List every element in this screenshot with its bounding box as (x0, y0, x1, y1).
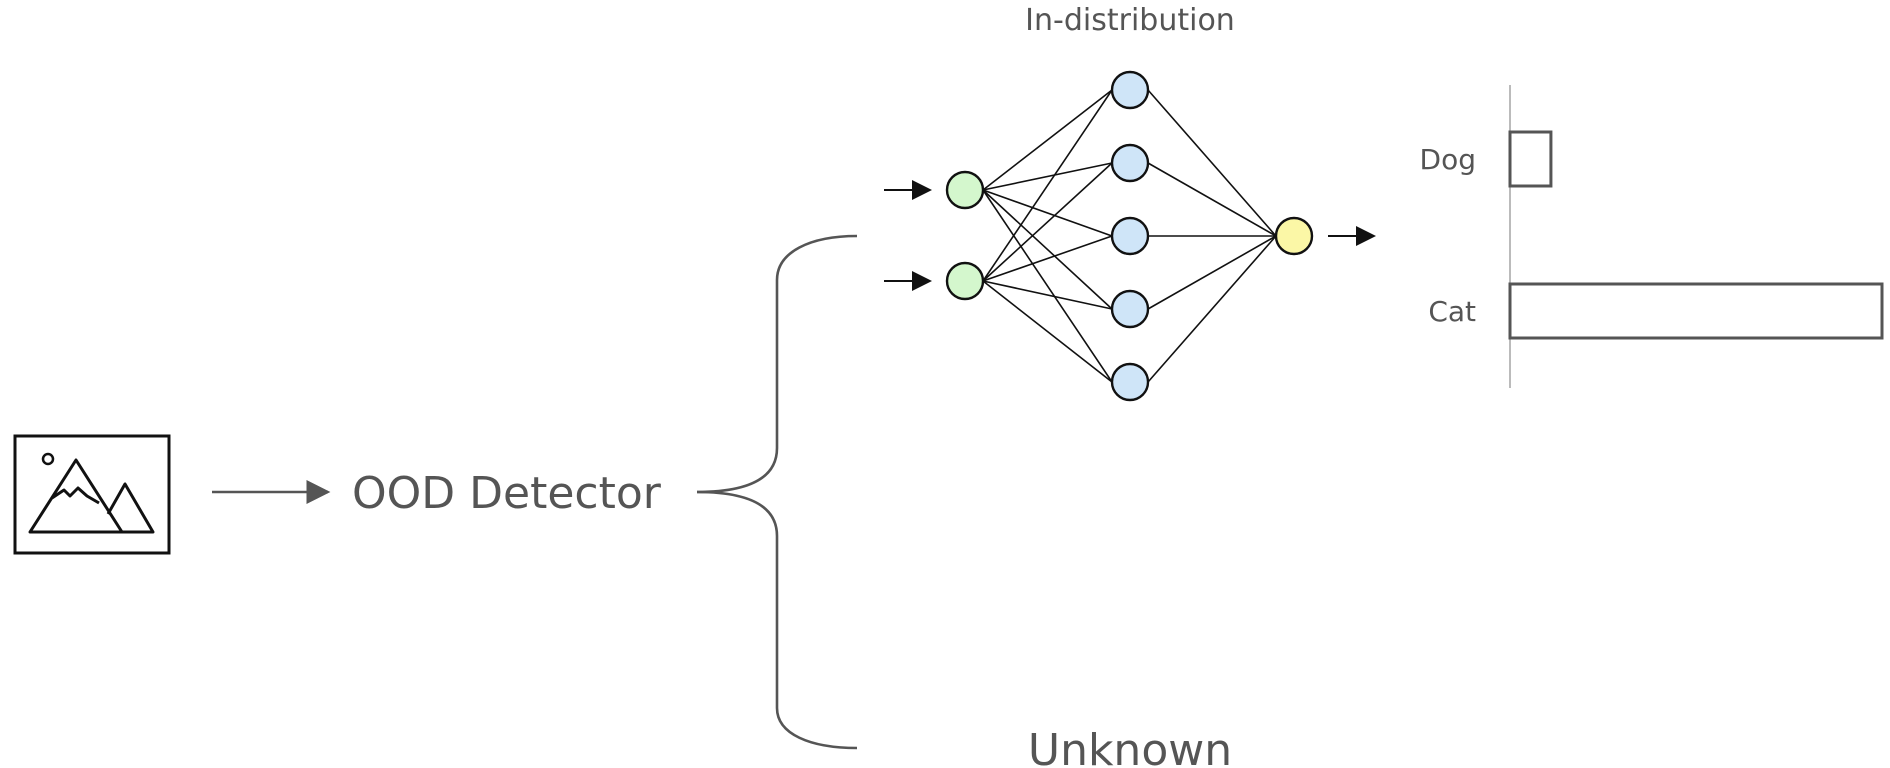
network-edge-0-1-4 (982, 280, 1113, 383)
input-node-1 (945, 170, 985, 210)
branch-brace (696, 234, 858, 494)
network-edge-0-1-2 (982, 235, 1113, 282)
network-edge-0-0-1 (982, 162, 1113, 191)
network-edge-0-0-2 (982, 189, 1113, 237)
score-bar-cat (1508, 282, 1884, 340)
network-edge-1-4-0 (1147, 235, 1277, 383)
network-edge-0-0-4 (982, 189, 1113, 383)
network-edge-0-1-1 (982, 162, 1113, 282)
hidden-node-1 (1110, 70, 1150, 110)
score-bar-dog (1508, 130, 1553, 188)
network-edge-0-0-3 (982, 189, 1113, 310)
hidden-node-2 (1110, 143, 1150, 183)
in-distribution-label: In-distribution (1025, 3, 1235, 38)
network-nodes (945, 70, 1314, 402)
network-edge-0-0-0 (982, 89, 1113, 191)
network-io-arrows (884, 180, 1376, 291)
hidden-node-4 (1110, 289, 1150, 329)
network-edge-0-1-3 (982, 280, 1113, 310)
hidden-node-3 (1110, 216, 1150, 256)
hidden-node-5 (1110, 362, 1150, 402)
branch-brace-lower (696, 490, 858, 750)
class-label-cat: Cat (1428, 295, 1476, 328)
unknown-label: Unknown (1028, 725, 1232, 768)
network-edges (982, 89, 1277, 383)
network-edge-0-1-0 (982, 89, 1113, 282)
image-landscape-icon (13, 434, 171, 555)
network-edge-1-3-0 (1147, 235, 1277, 310)
network-edge-1-1-0 (1147, 162, 1277, 237)
input-node-2 (945, 261, 985, 301)
detector-label: OOD Detector (352, 468, 662, 519)
output-node-1 (1274, 216, 1314, 256)
network-edge-1-0-0 (1147, 89, 1277, 237)
class-label-dog: Dog (1420, 143, 1476, 176)
